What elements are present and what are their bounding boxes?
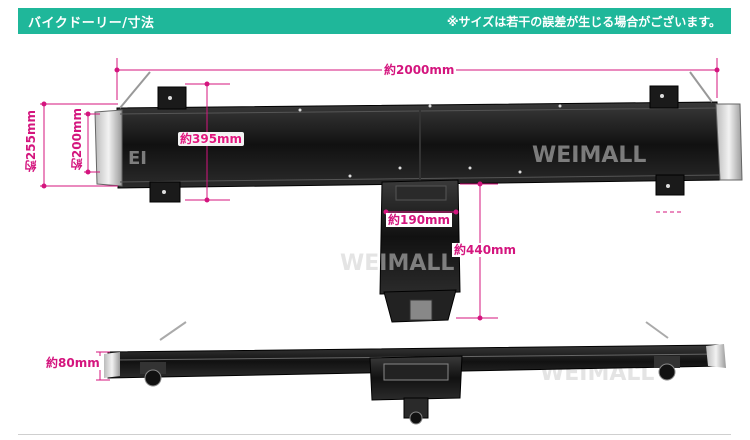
dolly-side-view <box>104 321 726 425</box>
right-ramp <box>715 103 743 181</box>
watermark-1: WEIMALL <box>532 143 646 168</box>
bracket-top-right <box>649 85 679 109</box>
dim-length-label: 約2000mm <box>382 63 457 77</box>
dim-80-label: 約80mm <box>44 356 102 370</box>
dim-395-label: 約395mm <box>178 132 245 146</box>
product-photo: WEIMALL WEIMALL WEIMALL EI <box>40 58 743 425</box>
watermark-4: EI <box>128 148 147 169</box>
dim-440-label: 約440mm <box>452 243 519 257</box>
dim-200-label: 約200mm <box>70 108 84 171</box>
caster-right <box>654 356 680 381</box>
size-note: ※サイズは若干の誤差が生じる場合がございます。 <box>446 14 721 29</box>
caster-left <box>140 362 166 387</box>
side-ramp-right <box>706 344 726 368</box>
left-ramp <box>94 109 123 187</box>
page-title: バイクドーリー/寸法 <box>28 15 155 31</box>
dim-255-label: 約255mm <box>24 110 38 173</box>
receiver-tube <box>379 179 461 295</box>
header-bar: バイクドーリー/寸法 ※サイズは若干の誤差が生じる場合がございます。 <box>18 8 731 34</box>
dolly-top-view <box>94 71 743 323</box>
footer-divider <box>18 434 731 435</box>
bracket-bottom-right <box>655 174 685 196</box>
dim-190-label: 約190mm <box>386 213 453 227</box>
side-ramp-left <box>104 352 120 378</box>
watermark-2: WEIMALL <box>340 251 454 276</box>
